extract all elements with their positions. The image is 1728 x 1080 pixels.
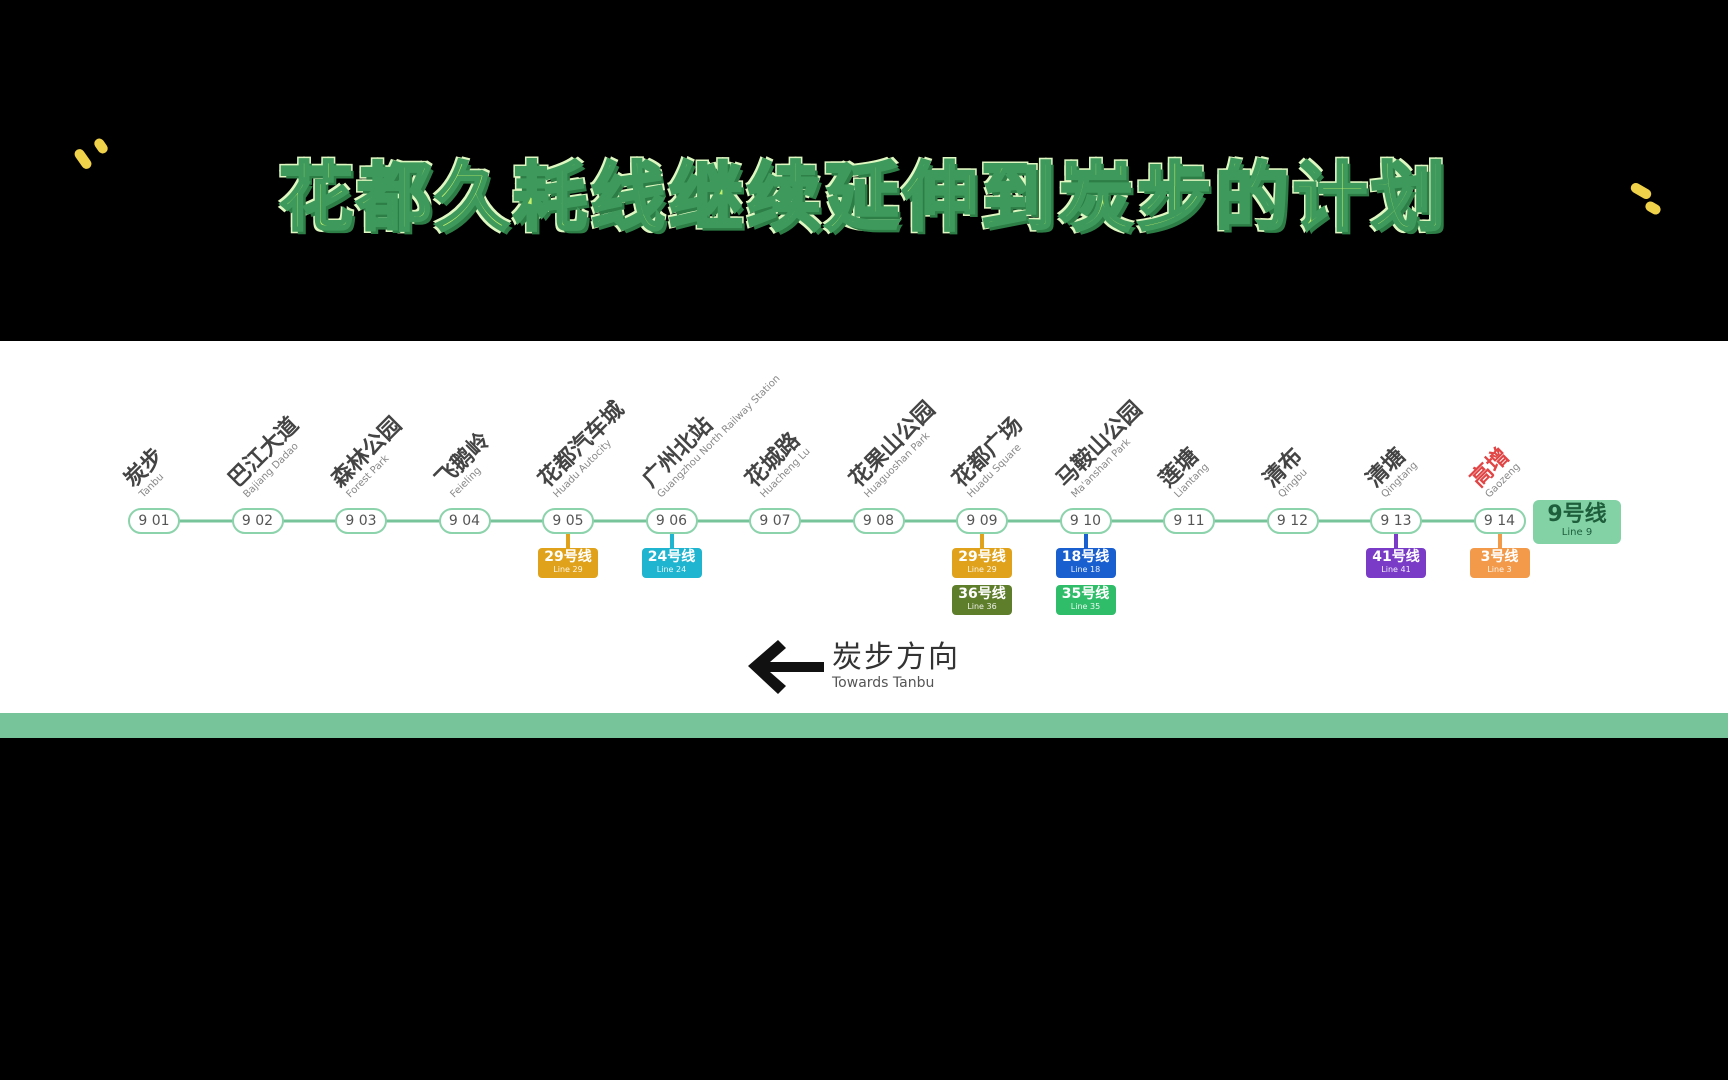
transfer-line-name: 36号线 bbox=[958, 586, 1006, 602]
station-code: 9 09 bbox=[956, 508, 1008, 534]
station-code: 9 06 bbox=[645, 508, 698, 534]
arrow-left-icon bbox=[748, 640, 824, 694]
station-code: 9 13 bbox=[1370, 508, 1422, 534]
direction-label-en: Towards Tanbu bbox=[832, 675, 935, 691]
direction-indicator: 炭步方向 Towards Tanbu bbox=[748, 636, 960, 696]
transfer-connector bbox=[1083, 534, 1088, 548]
station-code: 9 10 bbox=[1059, 508, 1112, 534]
line-badge-zh: 9号线 bbox=[1547, 502, 1607, 527]
line-color-bar bbox=[0, 713, 1728, 738]
transfer-line-name-en: Line 36 bbox=[967, 602, 997, 611]
transfer-line-name-en: Line 18 bbox=[1070, 565, 1101, 574]
transfer-connector bbox=[566, 534, 570, 548]
station-code: 9 05 bbox=[542, 508, 594, 534]
transfer-line-name: 35号线 bbox=[1061, 586, 1110, 602]
direction-label: 炭步方向 bbox=[832, 640, 960, 675]
station-code: 9 07 bbox=[749, 508, 801, 534]
station-code: 9 04 bbox=[438, 508, 491, 534]
station-code: 9 01 bbox=[128, 508, 180, 534]
transfer-line-name-en: Line 29 bbox=[967, 565, 997, 574]
station-code: 9 11 bbox=[1163, 508, 1215, 534]
station-code: 9 14 bbox=[1473, 508, 1526, 534]
transfer-connector bbox=[980, 534, 984, 548]
transfer-line-name: 29号线 bbox=[544, 549, 592, 565]
transfer-line-name-en: Line 3 bbox=[1487, 565, 1512, 574]
line-badge-en: Line 9 bbox=[1561, 527, 1593, 538]
transfer-line-name: 24号线 bbox=[647, 549, 696, 565]
transfer-connector bbox=[1497, 534, 1502, 548]
station-code: 9 08 bbox=[852, 508, 905, 534]
line-badge: 9号线 Line 9 bbox=[1533, 500, 1621, 544]
station-code: 9 02 bbox=[231, 508, 284, 534]
transfer-line-name-en: Line 29 bbox=[553, 565, 583, 574]
transfer-line-name-en: Line 35 bbox=[1070, 602, 1101, 611]
transfer-connector bbox=[1394, 534, 1398, 548]
station-code: 9 03 bbox=[335, 508, 387, 534]
transfer-line-name: 3号线 bbox=[1480, 549, 1519, 565]
station-code: 9 12 bbox=[1266, 508, 1319, 534]
transfer-line-name-en: Line 24 bbox=[656, 565, 687, 574]
page-title: 花都久耗线继续延伸到炭步的计划 bbox=[278, 154, 1449, 243]
transfer-line-name-en: Line 41 bbox=[1381, 565, 1411, 574]
transfer-line-name: 18号线 bbox=[1061, 549, 1110, 565]
transfer-line-name: 29号线 bbox=[958, 549, 1006, 565]
transfer-connector bbox=[669, 534, 674, 548]
transfer-line-name: 41号线 bbox=[1372, 549, 1420, 565]
